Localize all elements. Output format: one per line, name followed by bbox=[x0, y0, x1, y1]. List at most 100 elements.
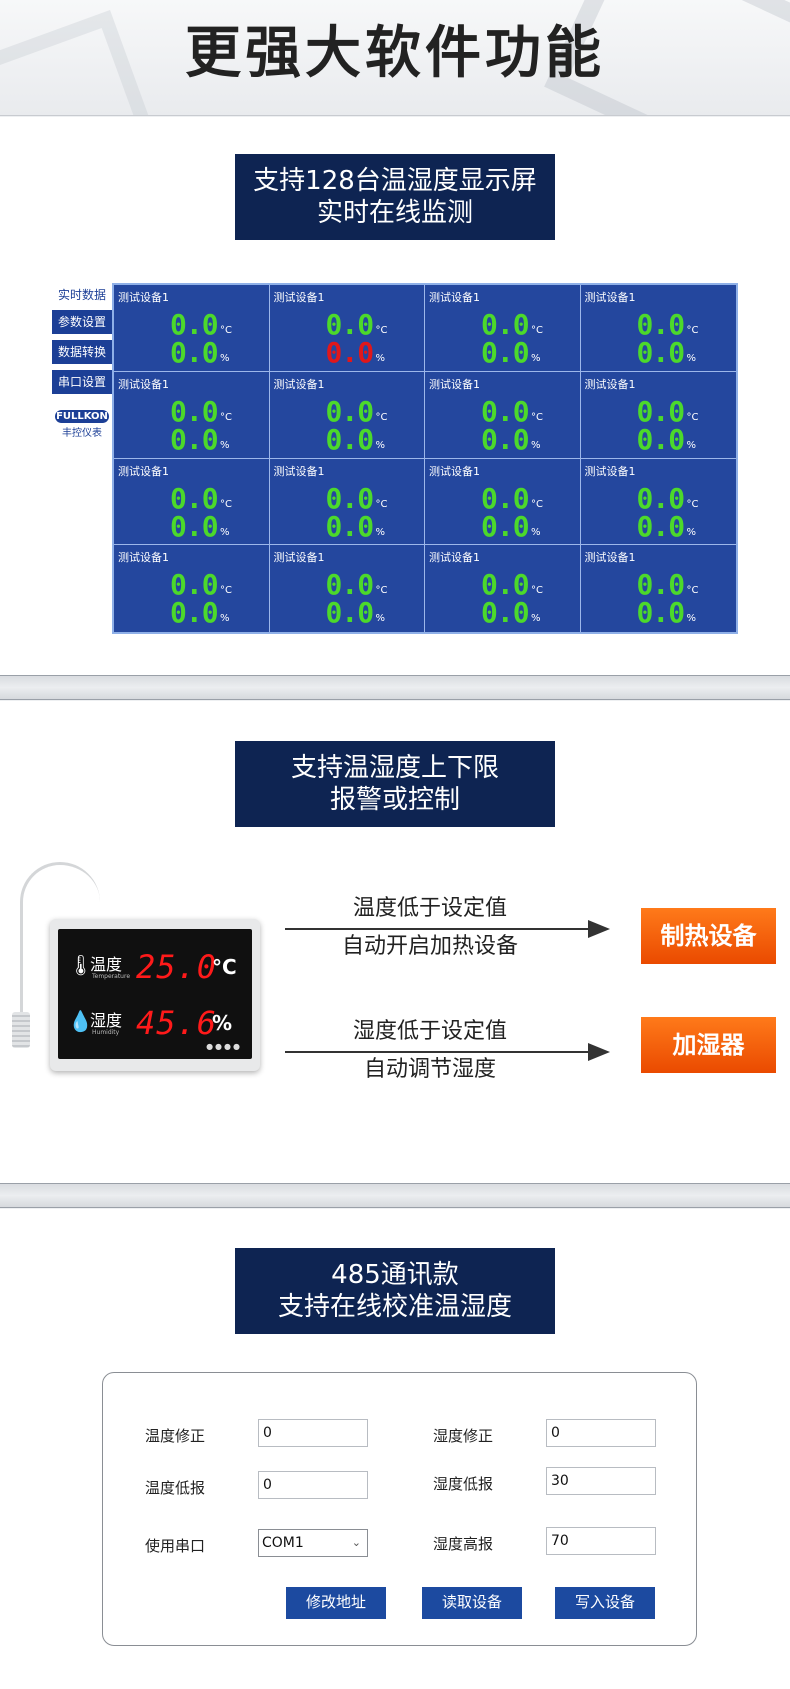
side-menu: 实时数据 参数设置 数据转换 串口设置 bbox=[52, 286, 112, 400]
brand-logo: FULLKON 丰控仪表 bbox=[55, 410, 109, 439]
device-name: 测试设备1 bbox=[429, 551, 480, 565]
device-buttons: ●●●● bbox=[206, 1042, 242, 1051]
temp-low-alarm-input[interactable]: 0 bbox=[258, 1471, 368, 1499]
temp-unit: °C bbox=[220, 498, 232, 510]
device-temp-sub: Temperature bbox=[92, 973, 131, 980]
temp-value: 0.0 bbox=[481, 308, 530, 341]
hum-value: 0.0 bbox=[481, 422, 530, 456]
hum-value: 0.0 bbox=[636, 509, 686, 543]
hum-correction-input[interactable]: 0 bbox=[546, 1419, 656, 1447]
rule-line: 自动开启加热设备 bbox=[341, 934, 518, 959]
hum-unit: % bbox=[531, 439, 541, 451]
device-name: 测试设备1 bbox=[118, 551, 169, 565]
hum-unit: % bbox=[220, 613, 230, 625]
temp-value: 0.0 bbox=[170, 394, 219, 428]
hum-high-alarm-label: 湿度高报 bbox=[433, 1535, 494, 1553]
hum-value: 0.0 bbox=[170, 509, 219, 543]
hum-value: 0.0 bbox=[325, 596, 375, 630]
device-hum-sub: Humidity bbox=[92, 1029, 120, 1036]
temp-unit: °C bbox=[375, 498, 388, 510]
hum-unit: % bbox=[686, 526, 697, 538]
read-device-button[interactable]: 读取设备 bbox=[422, 1587, 522, 1619]
temp-unit: °C bbox=[531, 325, 543, 336]
temp-value: 0.0 bbox=[325, 568, 375, 602]
hum-high-alarm-input[interactable]: 70 bbox=[546, 1527, 656, 1555]
device-hum-unit: % bbox=[212, 1011, 233, 1035]
device-name: 测试设备1 bbox=[118, 291, 169, 304]
device-name: 测试设备1 bbox=[429, 464, 480, 478]
banner-line: 报警或控制 bbox=[329, 785, 460, 815]
device-hum-label: 湿度 bbox=[90, 1011, 123, 1030]
device-name: 测试设备1 bbox=[273, 291, 325, 304]
hum-unit: % bbox=[375, 353, 386, 364]
sensor-cable bbox=[20, 862, 100, 1012]
menu-item-convert[interactable]: 数据转换 bbox=[52, 340, 112, 364]
hum-value: 0.0 bbox=[325, 336, 375, 369]
arrow-right-icon bbox=[588, 920, 610, 938]
hum-value: 0.0 bbox=[170, 336, 219, 369]
serial-port-value: COM1 bbox=[262, 1535, 304, 1551]
menu-item-serial[interactable]: 串口设置 bbox=[52, 370, 112, 394]
temp-unit: °C bbox=[220, 325, 232, 336]
hum-value: 0.0 bbox=[481, 509, 530, 543]
menu-item-params[interactable]: 参数设置 bbox=[52, 310, 112, 334]
rule-line: 温度低于设定值 bbox=[352, 896, 507, 921]
device-body: 🌡 温度 Temperature 25.0 °C 💧 湿度 Humidity 4… bbox=[50, 919, 260, 1071]
brand-sub: 丰控仪表 bbox=[62, 428, 102, 439]
rule-line: 自动调节湿度 bbox=[363, 1057, 496, 1082]
humidifier-label: 加湿器 bbox=[641, 1017, 776, 1073]
device-hum-row: 💧 湿度 Humidity 45.6 % bbox=[66, 1005, 246, 1045]
serial-port-label: 使用串口 bbox=[145, 1537, 206, 1555]
heating-device-label: 制热设备 bbox=[641, 908, 776, 964]
chevron-down-icon: ⌄ bbox=[351, 1536, 361, 1549]
hum-unit: % bbox=[375, 439, 386, 451]
arrow-line bbox=[285, 1051, 599, 1053]
temp-value: 0.0 bbox=[170, 481, 219, 515]
temp-unit: °C bbox=[531, 498, 543, 510]
temp-unit: °C bbox=[531, 411, 543, 423]
hum-unit: % bbox=[531, 613, 541, 625]
temp-unit: °C bbox=[220, 411, 232, 423]
device-name: 测试设备1 bbox=[118, 377, 169, 391]
temp-correction-input[interactable]: 0 bbox=[258, 1419, 368, 1447]
hum-low-alarm-input[interactable]: 30 bbox=[546, 1467, 656, 1495]
temp-value: 0.0 bbox=[325, 394, 375, 428]
device-hum-value: 45.6 bbox=[136, 1004, 218, 1042]
temp-value: 0.0 bbox=[636, 481, 686, 515]
hum-value: 0.0 bbox=[481, 596, 530, 630]
hum-value: 0.0 bbox=[325, 422, 375, 456]
device-name: 测试设备1 bbox=[273, 551, 325, 565]
hum-value: 0.0 bbox=[170, 596, 219, 630]
display-device-image: 🌡 温度 Temperature 25.0 °C 💧 湿度 Humidity 4… bbox=[12, 862, 260, 1071]
device-name: 测试设备1 bbox=[584, 551, 636, 565]
menu-item-realtime[interactable]: 实时数据 bbox=[57, 288, 106, 302]
modify-address-button[interactable]: 修改地址 bbox=[286, 1587, 386, 1619]
temp-value: 0.0 bbox=[170, 568, 219, 602]
sensor-probe bbox=[12, 1012, 30, 1048]
device-name: 测试设备1 bbox=[118, 464, 169, 478]
device-name: 测试设备1 bbox=[584, 291, 636, 304]
hum-unit: % bbox=[531, 526, 541, 538]
device-screen: 🌡 温度 Temperature 25.0 °C 💧 湿度 Humidity 4… bbox=[58, 929, 252, 1059]
temp-value: 0.0 bbox=[325, 308, 375, 341]
temp-correction-label: 温度修正 bbox=[145, 1427, 206, 1445]
banner-line: 485通讯款 bbox=[331, 1260, 459, 1290]
serial-port-select[interactable]: COM1 ⌄ bbox=[258, 1529, 368, 1557]
device-name: 测试设备1 bbox=[273, 377, 325, 391]
thermometer-icon: 🌡 bbox=[68, 953, 94, 977]
banner-line: 支持温湿度上下限 bbox=[290, 753, 499, 783]
write-device-button[interactable]: 写入设备 bbox=[555, 1587, 655, 1619]
calibration-form: 温度修正 0 湿度修正 0 温度低报 0 湿度低报 30 使用串口 COM1 ⌄… bbox=[102, 1372, 697, 1646]
page-title: 更强大软件功能 bbox=[185, 21, 605, 86]
banner-calibration: 485通讯款 支持在线校准温湿度 bbox=[235, 1248, 555, 1334]
hum-value: 0.0 bbox=[325, 509, 375, 543]
temp-unit: °C bbox=[686, 411, 699, 423]
